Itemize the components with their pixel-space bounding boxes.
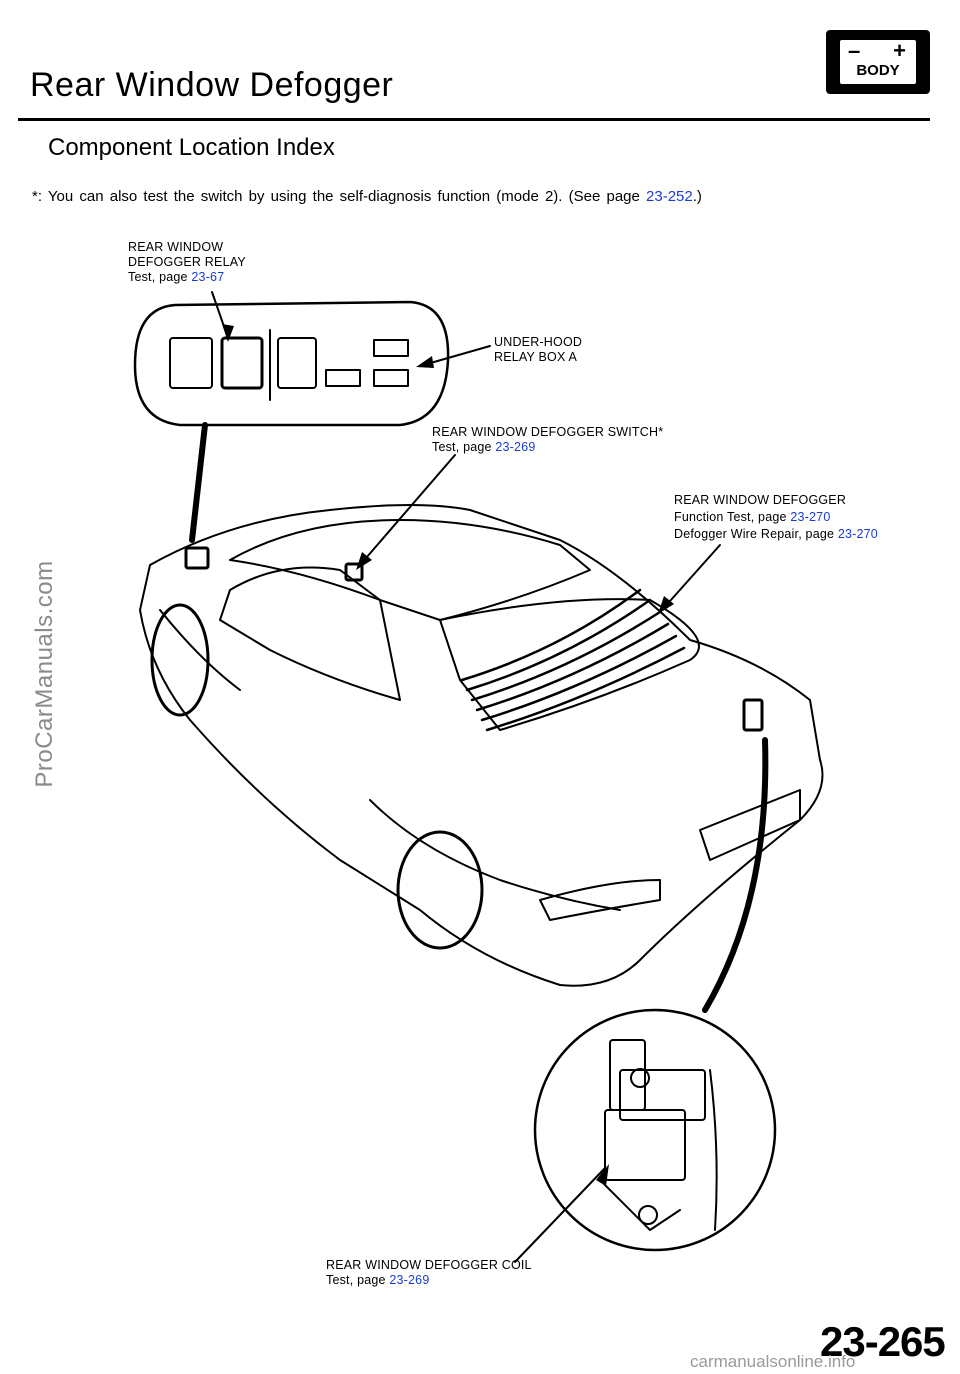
- relay-slot-1: [169, 337, 213, 389]
- defogger-function-test-link[interactable]: 23-270: [790, 510, 831, 524]
- switch-label: REAR WINDOW DEFOGGER SWITCH* Test, page …: [432, 425, 664, 454]
- relay-test-link[interactable]: 23-67: [191, 270, 225, 284]
- coil-marker: [742, 698, 764, 732]
- defogger-label: REAR WINDOW DEFOGGER Function Test, page…: [674, 493, 878, 541]
- car-roof: [229, 519, 591, 621]
- section-subtitle: Component Location Index: [48, 134, 335, 161]
- watermark-procarmanuals: ProCarManuals.com: [31, 560, 58, 788]
- relay-slot-3: [277, 337, 317, 389]
- switch-marker: [344, 562, 364, 582]
- switch-leader: [359, 454, 456, 566]
- watermark-carmanualsonline: carmanualsonline.info: [690, 1352, 856, 1371]
- page-number: 23-265: [820, 1318, 946, 1365]
- car-rear-window: [439, 598, 700, 731]
- battery-minus: –: [848, 38, 861, 63]
- battery-icon: – + BODY: [840, 38, 916, 84]
- defogger-wire-repair-link[interactable]: 23-270: [837, 527, 878, 541]
- coil-label: REAR WINDOW DEFOGGER COIL Test, page 23-…: [326, 1258, 532, 1287]
- relay-slot-2: [220, 336, 264, 390]
- car-body-outline: [139, 504, 824, 987]
- relay-box-callout: [133, 300, 450, 427]
- rear-wheel: [396, 830, 484, 950]
- self-diagnosis-note: *: You can also test the switch by using…: [32, 188, 702, 205]
- battery-plus: +: [893, 38, 906, 63]
- body-section-badge: – + BODY: [826, 30, 930, 94]
- car-side-windows: [219, 566, 401, 701]
- relay-label: REAR WINDOW DEFOGGER RELAY Test, page 23…: [128, 240, 246, 284]
- relay-box-label: UNDER-HOOD RELAY BOX A: [494, 335, 583, 364]
- callout-tail: [189, 422, 208, 543]
- coil-test-link[interactable]: 23-269: [389, 1273, 430, 1287]
- switch-arrowhead: [356, 552, 372, 570]
- page-title: Rear Window Defogger: [30, 66, 394, 104]
- relay-slot-6: [373, 369, 409, 387]
- coil-connection: [702, 737, 769, 1013]
- title-rule: [18, 118, 930, 121]
- note-page-link[interactable]: 23-252: [646, 188, 693, 205]
- relay-slot-5: [325, 369, 361, 387]
- defogger-leader: [661, 544, 721, 611]
- defogger-arrowhead: [658, 596, 674, 614]
- coil-arrowhead: [596, 1164, 609, 1186]
- relay-box-arrowhead: [416, 356, 434, 368]
- relay-slot-4: [373, 339, 409, 357]
- coil-detail-callout: [533, 1008, 777, 1252]
- coil-leader: [514, 1167, 606, 1263]
- front-wheel: [150, 603, 210, 717]
- badge-label: BODY: [856, 62, 900, 79]
- defogger-grid: [460, 588, 686, 732]
- rear-bumper: [539, 879, 661, 921]
- relay-marker: [184, 546, 210, 570]
- switch-test-link[interactable]: 23-269: [495, 440, 536, 454]
- relay-arrowhead: [222, 324, 234, 342]
